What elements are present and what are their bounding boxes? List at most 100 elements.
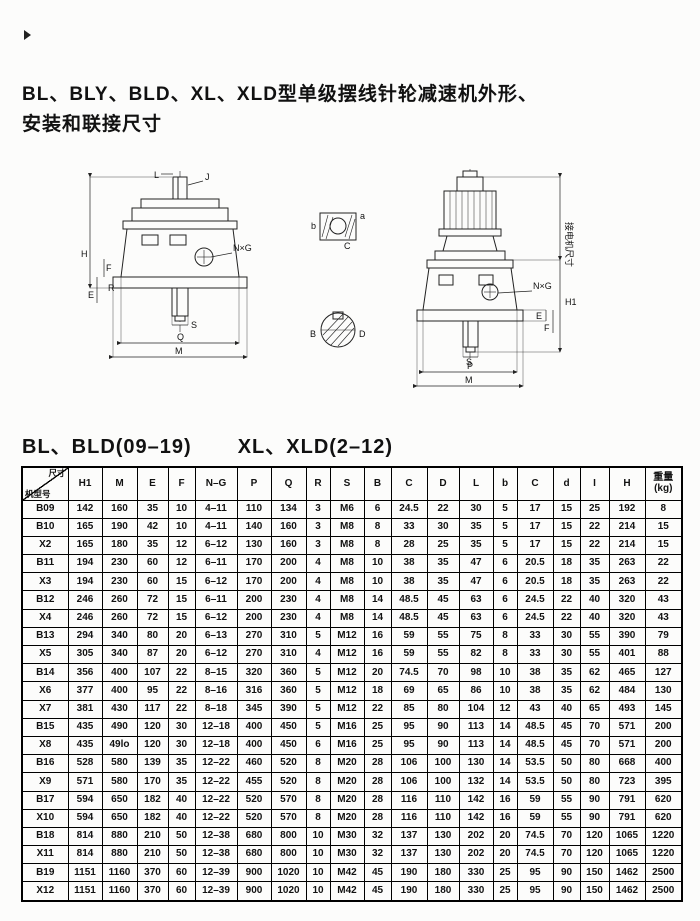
value-cell: 210 bbox=[136, 845, 169, 865]
column-header: S bbox=[329, 466, 365, 501]
value-cell: 95 bbox=[390, 717, 428, 737]
title-line-2: 安装和联接尺寸 bbox=[22, 114, 163, 136]
value-cell: 25 bbox=[363, 735, 392, 756]
value-cell: 72 bbox=[136, 608, 169, 628]
value-cell: 5 bbox=[492, 535, 518, 556]
detail-label-bb: B bbox=[310, 329, 316, 339]
model-cell: X9 bbox=[21, 772, 69, 792]
dim-label-e: E bbox=[88, 290, 94, 300]
value-cell: 15 bbox=[552, 499, 581, 519]
value-cell: 680 bbox=[236, 826, 272, 847]
value-cell: 194 bbox=[67, 554, 103, 574]
value-cell: 2500 bbox=[644, 881, 683, 902]
column-header: E bbox=[136, 466, 169, 501]
model-cell: X11 bbox=[21, 845, 69, 865]
value-cell: 400 bbox=[236, 717, 272, 737]
value-cell: 528 bbox=[67, 754, 103, 774]
value-cell: 435 bbox=[67, 735, 103, 756]
value-cell: 4–11 bbox=[194, 517, 238, 537]
value-cell: 230 bbox=[270, 590, 307, 610]
value-cell: 5 bbox=[492, 517, 518, 537]
value-cell: 400 bbox=[101, 681, 138, 701]
value-cell: 33 bbox=[516, 626, 554, 647]
value-cell: 150 bbox=[579, 863, 610, 883]
value-cell: 16 bbox=[492, 790, 518, 810]
value-cell: 182 bbox=[136, 808, 169, 828]
value-cell: 390 bbox=[270, 699, 307, 719]
value-cell: 48.5 bbox=[390, 608, 428, 628]
dim-label-motor: 接电机尺寸 bbox=[564, 222, 575, 267]
value-cell: 35 bbox=[552, 681, 581, 701]
value-cell: 5 bbox=[305, 699, 331, 719]
value-cell: 4 bbox=[305, 572, 331, 592]
value-cell: 47 bbox=[458, 572, 494, 592]
value-cell: 35 bbox=[136, 535, 169, 556]
value-cell: 520 bbox=[236, 790, 272, 810]
value-cell: 100 bbox=[426, 772, 460, 792]
value-cell: 1462 bbox=[608, 881, 646, 902]
value-cell: 22 bbox=[552, 590, 581, 610]
model-cell: B09 bbox=[21, 499, 69, 519]
value-cell: 814 bbox=[67, 845, 103, 865]
detail-label-b: b bbox=[311, 221, 316, 231]
value-cell: 62 bbox=[579, 663, 610, 683]
value-cell: 345 bbox=[236, 699, 272, 719]
value-cell: 28 bbox=[363, 772, 392, 792]
value-cell: 260 bbox=[101, 590, 138, 610]
model-cell: B11 bbox=[21, 554, 69, 574]
value-cell: 132 bbox=[458, 772, 494, 792]
value-cell: 74.5 bbox=[516, 845, 554, 865]
value-cell: 15 bbox=[552, 517, 581, 537]
value-cell: M30 bbox=[329, 845, 365, 865]
value-cell: 14 bbox=[363, 590, 392, 610]
value-cell: 10 bbox=[363, 572, 392, 592]
value-cell: 12–22 bbox=[194, 754, 238, 774]
value-cell: 316 bbox=[236, 681, 272, 701]
value-cell: 137 bbox=[390, 826, 428, 847]
value-cell: 17 bbox=[516, 535, 554, 556]
value-cell: 53.5 bbox=[516, 754, 554, 774]
value-cell: 47 bbox=[458, 554, 494, 574]
value-cell: 107 bbox=[136, 663, 169, 683]
value-cell: 10 bbox=[492, 663, 518, 683]
value-cell: 30 bbox=[458, 499, 494, 519]
column-header: L bbox=[458, 466, 494, 501]
value-cell: 90 bbox=[579, 808, 610, 828]
value-cell: 22 bbox=[579, 535, 610, 556]
value-cell: 800 bbox=[270, 826, 307, 847]
column-header: Q bbox=[270, 466, 307, 501]
value-cell: 450 bbox=[270, 735, 307, 756]
value-cell: 6–11 bbox=[194, 590, 238, 610]
model-cell: B16 bbox=[21, 754, 69, 774]
detail-label-d: D bbox=[359, 329, 366, 339]
value-cell: 180 bbox=[426, 863, 460, 883]
value-cell: 8 bbox=[305, 754, 331, 774]
value-cell: 45 bbox=[426, 590, 460, 610]
column-header: M bbox=[101, 466, 138, 501]
value-cell: 6–12 bbox=[194, 535, 238, 556]
value-cell: 400 bbox=[236, 735, 272, 756]
value-cell: 650 bbox=[101, 808, 138, 828]
value-cell: 22 bbox=[167, 699, 196, 719]
value-cell: 200 bbox=[270, 554, 307, 574]
column-header: H bbox=[608, 466, 646, 501]
value-cell: M20 bbox=[329, 790, 365, 810]
value-cell: 360 bbox=[270, 681, 307, 701]
value-cell: 202 bbox=[458, 845, 494, 865]
value-cell: 113 bbox=[458, 735, 494, 756]
value-cell: 35 bbox=[136, 499, 169, 519]
value-cell: 791 bbox=[608, 790, 646, 810]
value-cell: 145 bbox=[644, 699, 683, 719]
value-cell: 42 bbox=[136, 517, 169, 537]
value-cell: 74.5 bbox=[516, 826, 554, 847]
dim-label-s: S bbox=[191, 320, 197, 330]
value-cell: 134 bbox=[270, 499, 307, 519]
column-header: b bbox=[492, 466, 518, 501]
value-cell: 14 bbox=[492, 717, 518, 737]
value-cell: 8–18 bbox=[194, 699, 238, 719]
